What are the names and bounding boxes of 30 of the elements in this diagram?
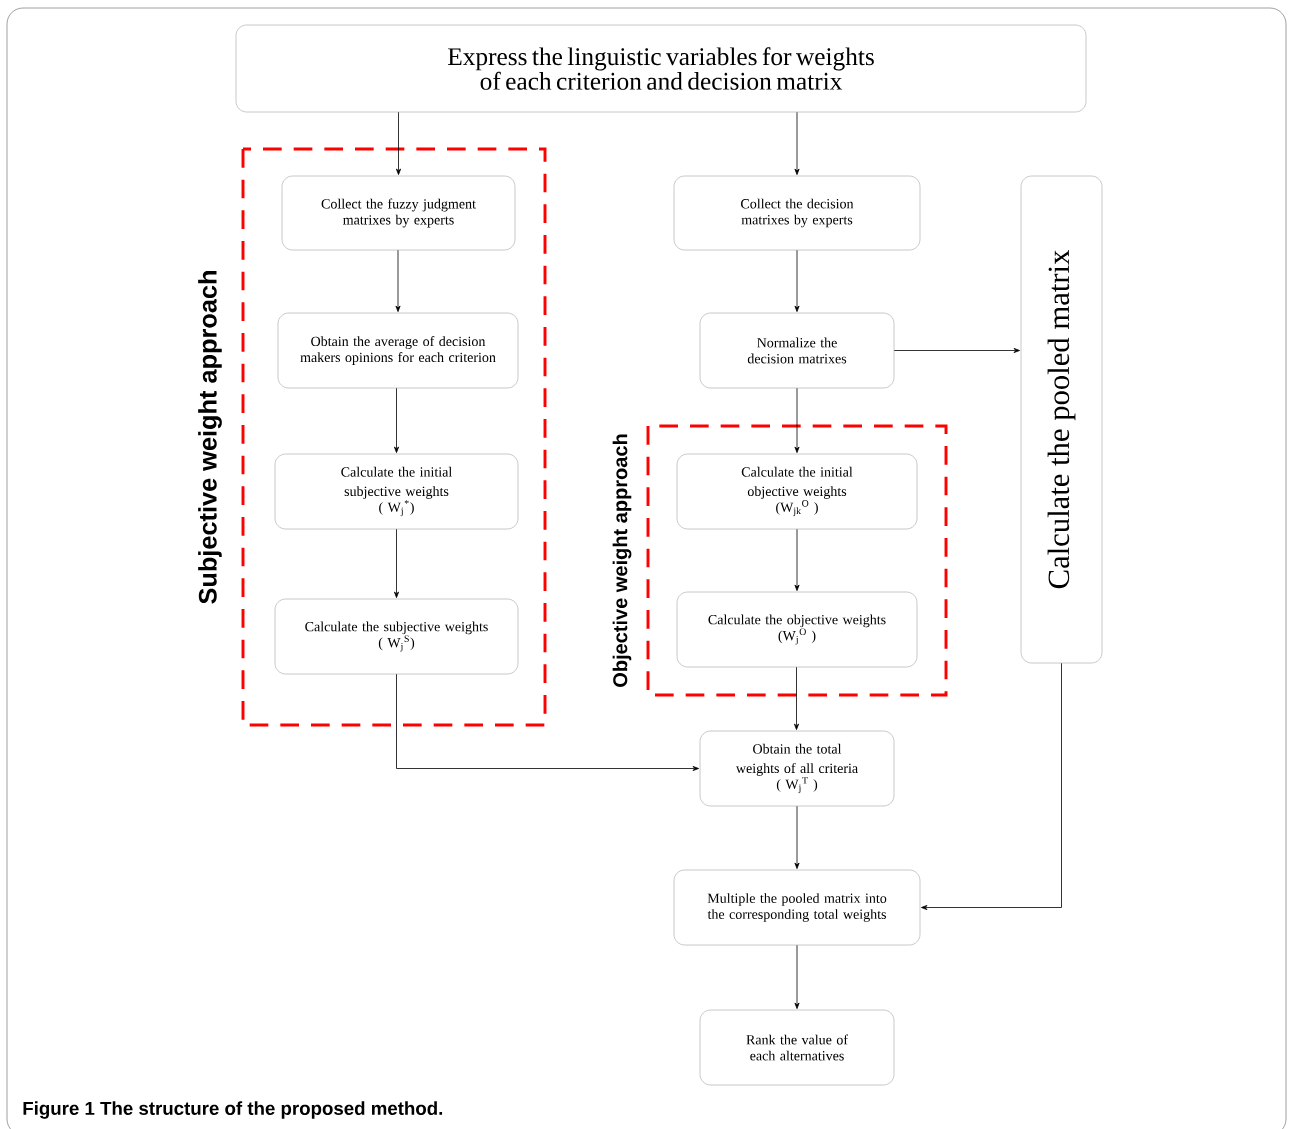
node-label: Objective weight approach [612, 434, 632, 687]
arrow [396, 673, 699, 771]
arrow [794, 249, 800, 312]
process-box: Calculate the objective weights (W$_{j}$$^{O}$ ) [676, 591, 918, 668]
process-box: Calculate the subjective weights ( W$_{j}$$^{S}$) [274, 598, 519, 675]
arrow [394, 387, 399, 453]
arrow [396, 111, 401, 175]
arrow [893, 348, 1020, 353]
caption: Figure 1 The structure of the proposed method. [23, 1101, 443, 1119]
process-box: Calculate the initial subjective weights ( W$_{j}$$^{*}$) [274, 453, 519, 530]
arrow [794, 666, 799, 730]
arrow [794, 387, 800, 453]
process-box: Calculate the pooled matrix [1020, 175, 1103, 664]
arrow [395, 249, 401, 312]
arrow [794, 528, 800, 591]
arrow [921, 662, 1062, 910]
process-box: Collect the decision matrixes by experts [673, 175, 921, 251]
arrow [794, 944, 800, 1009]
node-label: Subjective weight approach [198, 271, 222, 604]
arrow [794, 111, 800, 175]
process-box: Rank the value of each alternatives [699, 1009, 895, 1086]
process-box: Calculate the initial objective weights (W$_{jk}$$^{O}$ ) [676, 453, 918, 530]
process-box: Collect the fuzzy judgment matrixes by experts [281, 175, 516, 251]
process-box: Express the linguistic variables for weights of each criterion and decision matrix [235, 24, 1087, 113]
arrow [394, 528, 399, 598]
process-box: Multiple the pooled matrix into the corresponding total weights [673, 869, 921, 946]
process-box: Obtain the total weights of all criteria ( W$_{j}$$^{T}$ ) [699, 730, 895, 807]
arrow [794, 805, 800, 869]
process-box: Obtain the average of decision makers opinions for each criterion [277, 312, 519, 389]
process-box: Normalize the decision matrixes [699, 312, 895, 389]
